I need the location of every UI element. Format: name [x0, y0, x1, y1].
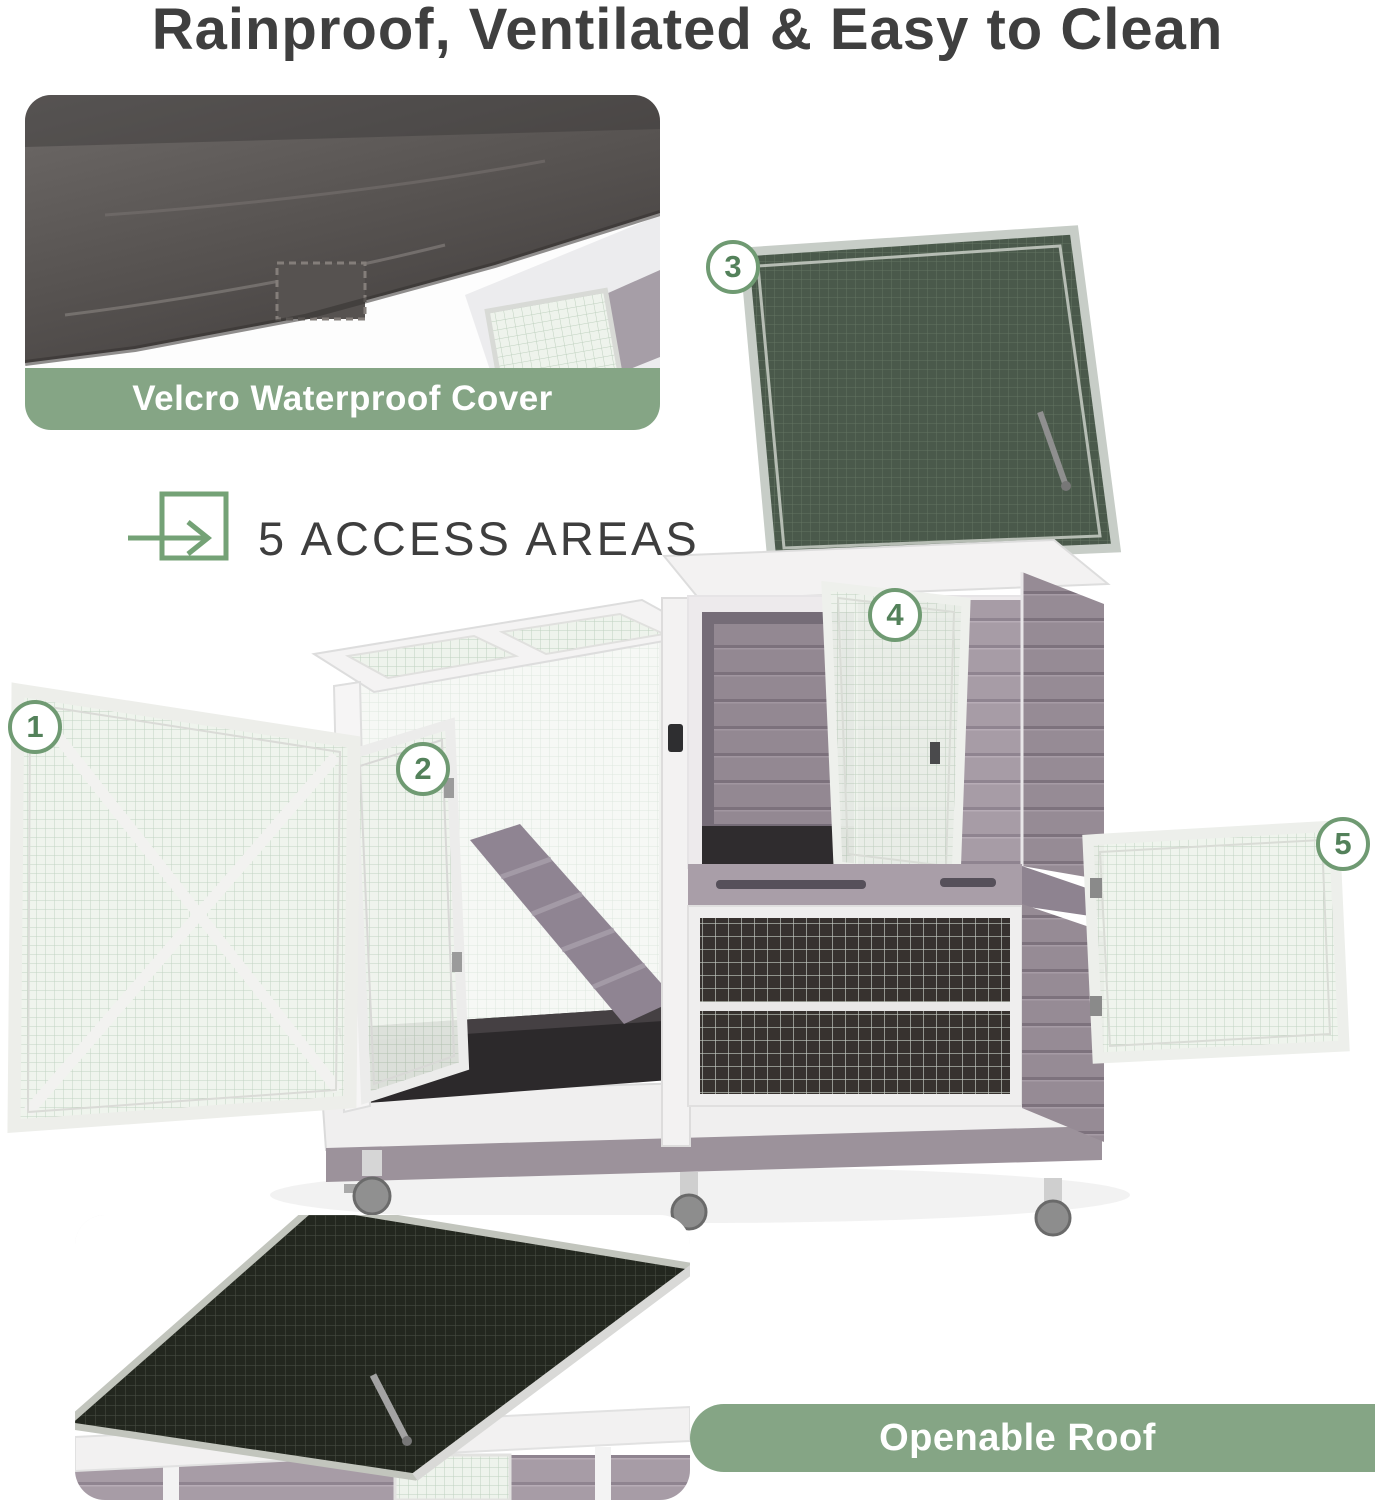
callout-5: 5 — [1316, 817, 1370, 871]
page-title: Rainproof, Ventilated & Easy to Clean — [151, 0, 1224, 62]
waterproof-cover-label: Velcro Waterproof Cover — [25, 368, 660, 430]
access-areas-label: 5 ACCESS AREAS — [258, 511, 700, 565]
callout-1: 1 — [8, 700, 62, 754]
access-areas-callout: 5 ACCESS AREAS — [128, 486, 700, 590]
lower-right-door — [1082, 820, 1350, 1064]
run-side-door — [346, 717, 470, 1105]
waterproof-cover-inset: Velcro Waterproof Cover — [25, 95, 660, 430]
callout-2: 2 — [396, 742, 450, 796]
run-front-door — [7, 682, 361, 1133]
hutch-top-lid-open — [739, 225, 1122, 567]
arrow-through-square-icon — [128, 491, 229, 561]
openable-roof-photo — [75, 1215, 690, 1500]
callout-4: 4 — [868, 588, 922, 642]
openable-roof-inset — [75, 1215, 690, 1500]
openable-roof-label: Openable Roof — [690, 1404, 1375, 1472]
caster-wheels — [344, 1150, 1072, 1237]
callout-3: 3 — [706, 240, 760, 294]
